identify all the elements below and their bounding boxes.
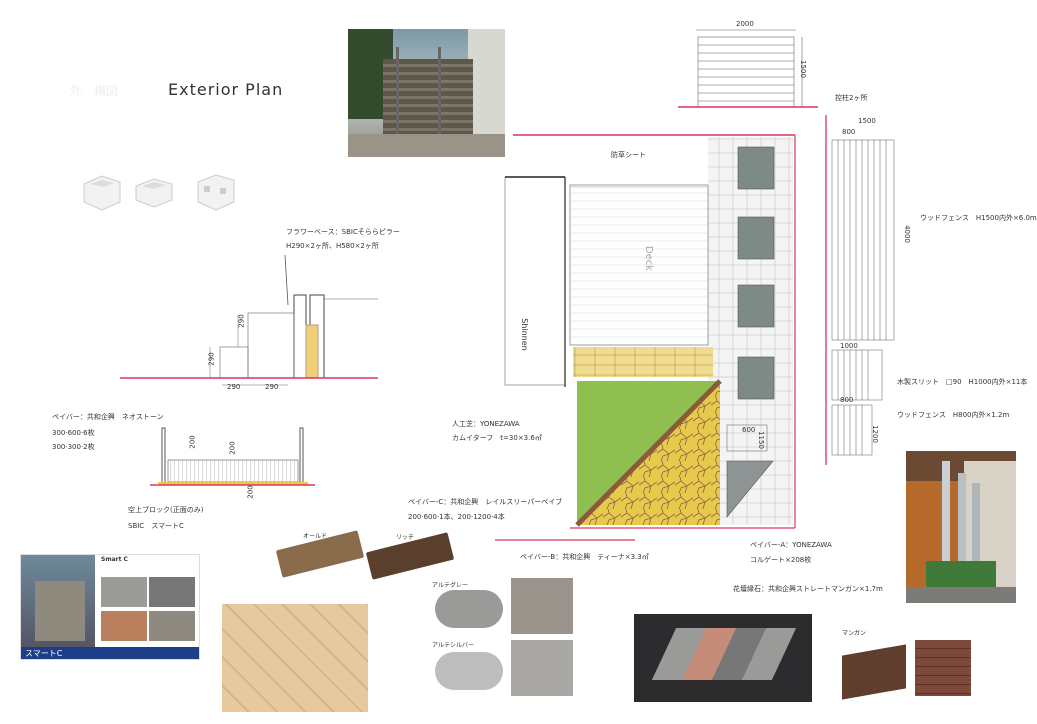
site-plan [495,125,805,545]
stepstone-silver [435,652,503,690]
block-product: SBIC スマートC [128,522,184,530]
flower-base-products [80,170,250,215]
posts-photo [906,451,1016,603]
stepstone-grey [435,590,503,628]
wood-fence-label-2: ウッドフェンス H800内外×1.2m [897,411,1010,419]
dim-2000: 2000 [736,20,754,28]
dim-290-d: 290 [265,383,279,391]
fence-elevation-top [678,25,828,110]
tile-photo [634,614,812,702]
paver-neostone-count-1: 300·600·6枚 [52,429,95,437]
turf-spec: カムイターフ t=30×3.6㎡ [452,434,542,442]
paver-b-label: ペイバー-B：共和企興 ティーナ×3.3㎡ [520,553,649,561]
swatch-mangan-label: マンガン [842,630,867,637]
block-cube-1 [83,175,121,211]
dim-290-b: 290 [207,352,216,366]
paving-photo [222,604,368,712]
wood-fence-label-1: ウッドフェンス H1500内外×6.0m [920,214,1037,222]
dim-290-c: 290 [227,383,241,391]
paver-neostone-count-2: 300·300·2枚 [52,443,95,451]
texture-grey [511,578,573,634]
brick-texture [915,640,971,696]
side-script: Shinnen [519,318,529,351]
dim-1200: 1200 [870,425,879,443]
swatch-rich-label: リッチ [396,534,415,541]
brick-mangan-swatch [842,644,906,700]
dim-800: 800 [842,128,856,136]
dim-4000: 4000 [902,225,911,243]
section-drawing [110,235,390,395]
posts-label: 控柱2ヶ所 [835,94,868,102]
dim-200-c: 200 [246,485,255,499]
faint-title-prefix: 外 構図 [70,84,119,98]
dim-1500-top: 1500 [798,60,807,78]
elevation-drawing [150,420,320,500]
weed-sheet-label: 防草シート [611,151,646,159]
page-title: Exterior Plan [168,80,284,99]
dim-290-a: 290 [237,314,246,328]
fence-photo [348,29,505,157]
paver-a-spec: コルゲート×208枚 [750,556,812,564]
paver-c-spec: 200·600·1本、200·1200·4本 [408,513,505,521]
brochure-label: スマートC [25,649,63,658]
deck-label: Deck [643,245,655,272]
slit-label: 木製スリット □90 H1000内外×11本 [897,378,1028,386]
dim-1150: 1150 [756,431,765,449]
flower-base-count: H290×2ヶ所、H580×2ヶ所 [286,242,379,250]
fence-elevation-side [820,110,900,470]
dim-800-b: 800 [840,396,854,404]
dim-1000: 1000 [840,342,858,350]
paver-neostone-label: ペイバー：共和企興 ネオストーン [52,413,164,421]
paver-c-label: ペイバー-C：共和企興 レイルスリーパーペイブ [408,498,563,506]
brochure-name: Smart C [101,556,128,563]
swatch-grey-label: アルテグレー [432,582,468,589]
dim-200-a: 200 [188,435,197,449]
block-cube-2 [135,178,173,208]
block-label: 空上ブロック(正面のみ) [128,506,204,514]
edging-label: 花壇縁石：共和企興ストレートマンガン×1.7m [733,585,883,593]
flower-base-label: フラワーベース：SBICそららピラー [286,228,400,236]
block-cube-3 [197,174,235,211]
dim-1500-side: 1500 [858,117,876,125]
paver-a-label: ペイバー-A：YONEZAWA [750,541,832,549]
swatch-old-label: オールド [303,533,328,540]
texture-silver [511,640,573,696]
smart-c-brochure: Smart C スマートC [20,554,200,660]
dim-200-b: 200 [228,441,237,455]
swatch-silver-label: アルテシルバー [432,642,474,649]
turf-label: 人工芝：YONEZAWA [452,420,520,428]
dim-600: 600 [742,426,756,434]
